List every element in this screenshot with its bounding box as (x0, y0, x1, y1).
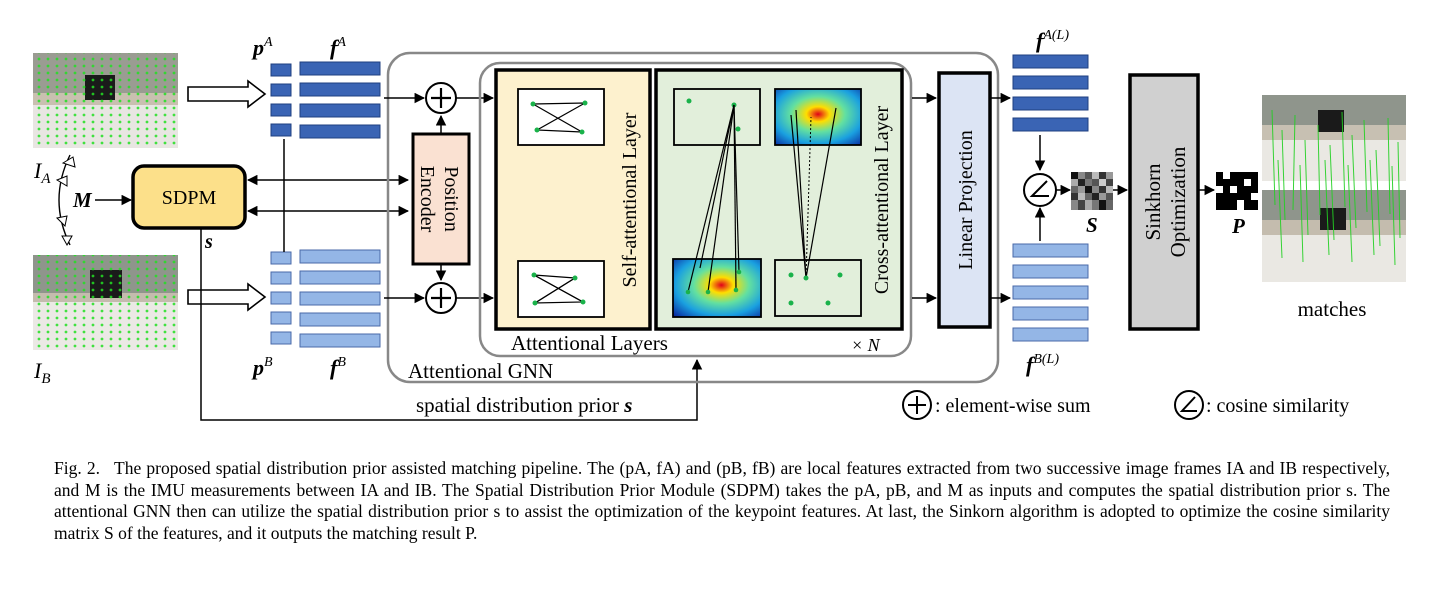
legend-sum-text: : element-wise sum (935, 395, 1091, 417)
sum-icon-bottom (425, 282, 457, 314)
spatial-prior-label: spatial distribution prior s (416, 393, 632, 417)
legend-cosine-text: : cosine similarity (1206, 395, 1349, 417)
self-attention-label: Self-attentional Layer (619, 112, 641, 287)
sdpm-block (131, 164, 247, 230)
label-pA: pA (251, 35, 273, 60)
self-attention-graph-bottom (517, 260, 605, 318)
pipeline-diagram: IA IB M SDPM s (33, 28, 1406, 421)
matches-image (1262, 95, 1406, 282)
similarity-matrix-S (1071, 172, 1113, 210)
self-attention-graph-top (517, 88, 605, 146)
keypoints-pA (270, 63, 292, 137)
matching-matrix-P (1216, 172, 1258, 210)
features-fAL (1012, 54, 1089, 132)
cross-attention-label: Cross-attentional Layer (871, 106, 893, 295)
features-fA (299, 61, 381, 139)
label-fA: fA (330, 35, 346, 60)
label-P: P (1231, 214, 1245, 238)
sinkhorn-block (1128, 73, 1200, 331)
image-IA (33, 53, 178, 148)
image-IB (33, 255, 178, 350)
repeat-N-label: × N (851, 335, 881, 355)
label-IB: IB (33, 358, 51, 387)
attentional-layers-label: Attentional Layers (511, 331, 668, 355)
label-fBL: fB(L) (1026, 352, 1059, 377)
attentional-gnn-frame (386, 51, 1000, 384)
sinkhorn-label: SinkhornOptimization (1141, 146, 1190, 257)
caption-text: The proposed spatial distribution prior … (54, 458, 1390, 543)
label-fB: fB (330, 355, 346, 380)
label-S: S (1086, 213, 1098, 237)
label-s-sdpm: s (204, 231, 213, 253)
label-IA: IA (33, 158, 51, 187)
imu-trajectory-icon (55, 154, 76, 247)
keypoints-pB (270, 251, 292, 345)
hollow-arrow-A (187, 79, 267, 109)
hollow-arrow-B (187, 282, 267, 312)
legend-sum: : element-wise sum (902, 390, 1091, 420)
linear-projection-block (937, 71, 992, 329)
position-encoder-label: PositionEncoder (416, 166, 462, 233)
legend-cosine: : cosine similarity (1174, 390, 1349, 420)
features-fBL (1012, 243, 1089, 342)
linear-projection-label: Linear Projection (955, 130, 977, 269)
label-M: M (72, 188, 93, 212)
figure-caption: Fig. 2.The proposed spatial distribution… (54, 458, 1390, 544)
cross-attention-right (774, 88, 862, 317)
label-pB: pB (251, 355, 273, 380)
cross-attention-left (672, 88, 762, 318)
caption-label: Fig. 2. (54, 458, 101, 478)
attentional-layers-frame (478, 61, 913, 358)
cosine-similarity-icon (1023, 173, 1057, 207)
matches-label: matches (1298, 297, 1367, 321)
features-fB (299, 249, 381, 348)
sum-icon-top (425, 82, 457, 114)
sdpm-label: SDPM (162, 187, 217, 209)
label-fAL: fA(L) (1036, 28, 1069, 53)
attentional-gnn-label: Attentional GNN (408, 359, 553, 383)
